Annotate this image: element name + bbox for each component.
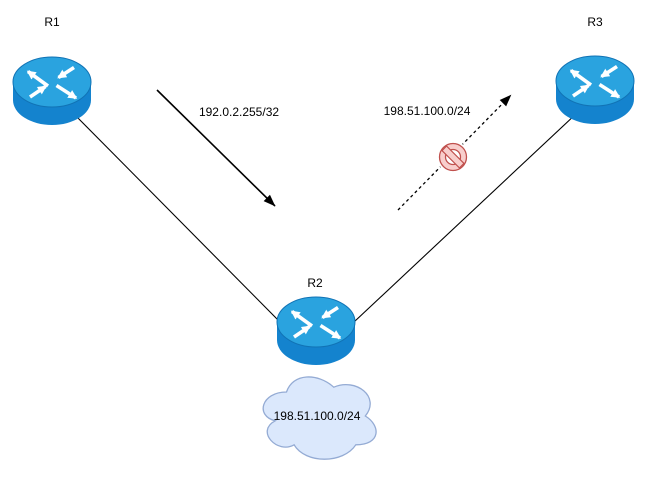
no-entry-icon	[437, 141, 469, 173]
router-label-r2: R2	[307, 275, 323, 290]
route-label-blocked: 198.51.100.0/24	[383, 103, 471, 118]
router-r2-icon	[277, 297, 355, 365]
network-cloud-icon	[262, 376, 377, 460]
router-r3-icon	[556, 56, 634, 124]
cloud-label: 198.51.100.0/24	[273, 408, 361, 423]
router-label-r3: R3	[587, 14, 603, 29]
link-r1-r2	[73, 113, 280, 322]
route-label-advertised: 192.0.2.255/32	[198, 104, 280, 119]
advertised-route-arrow	[156, 89, 276, 207]
link-r2-r3	[353, 112, 578, 323]
router-r1-icon	[13, 57, 91, 125]
router-label-r1: R1	[44, 14, 60, 29]
